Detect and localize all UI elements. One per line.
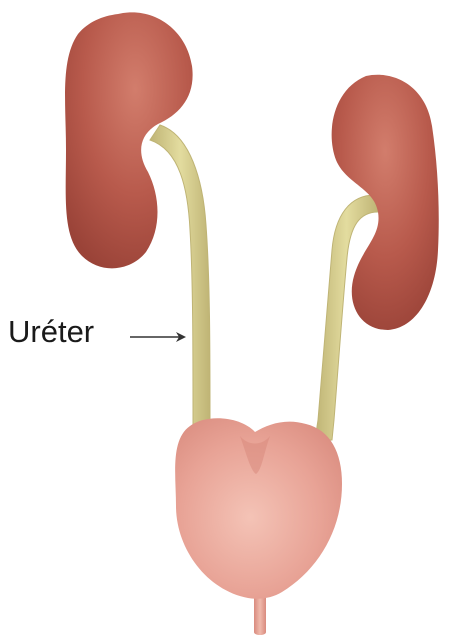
ureter-label: Uréter	[8, 314, 94, 349]
left-ureter	[150, 125, 210, 440]
ureter-label-arrow	[130, 332, 186, 342]
right-kidney	[332, 75, 439, 330]
